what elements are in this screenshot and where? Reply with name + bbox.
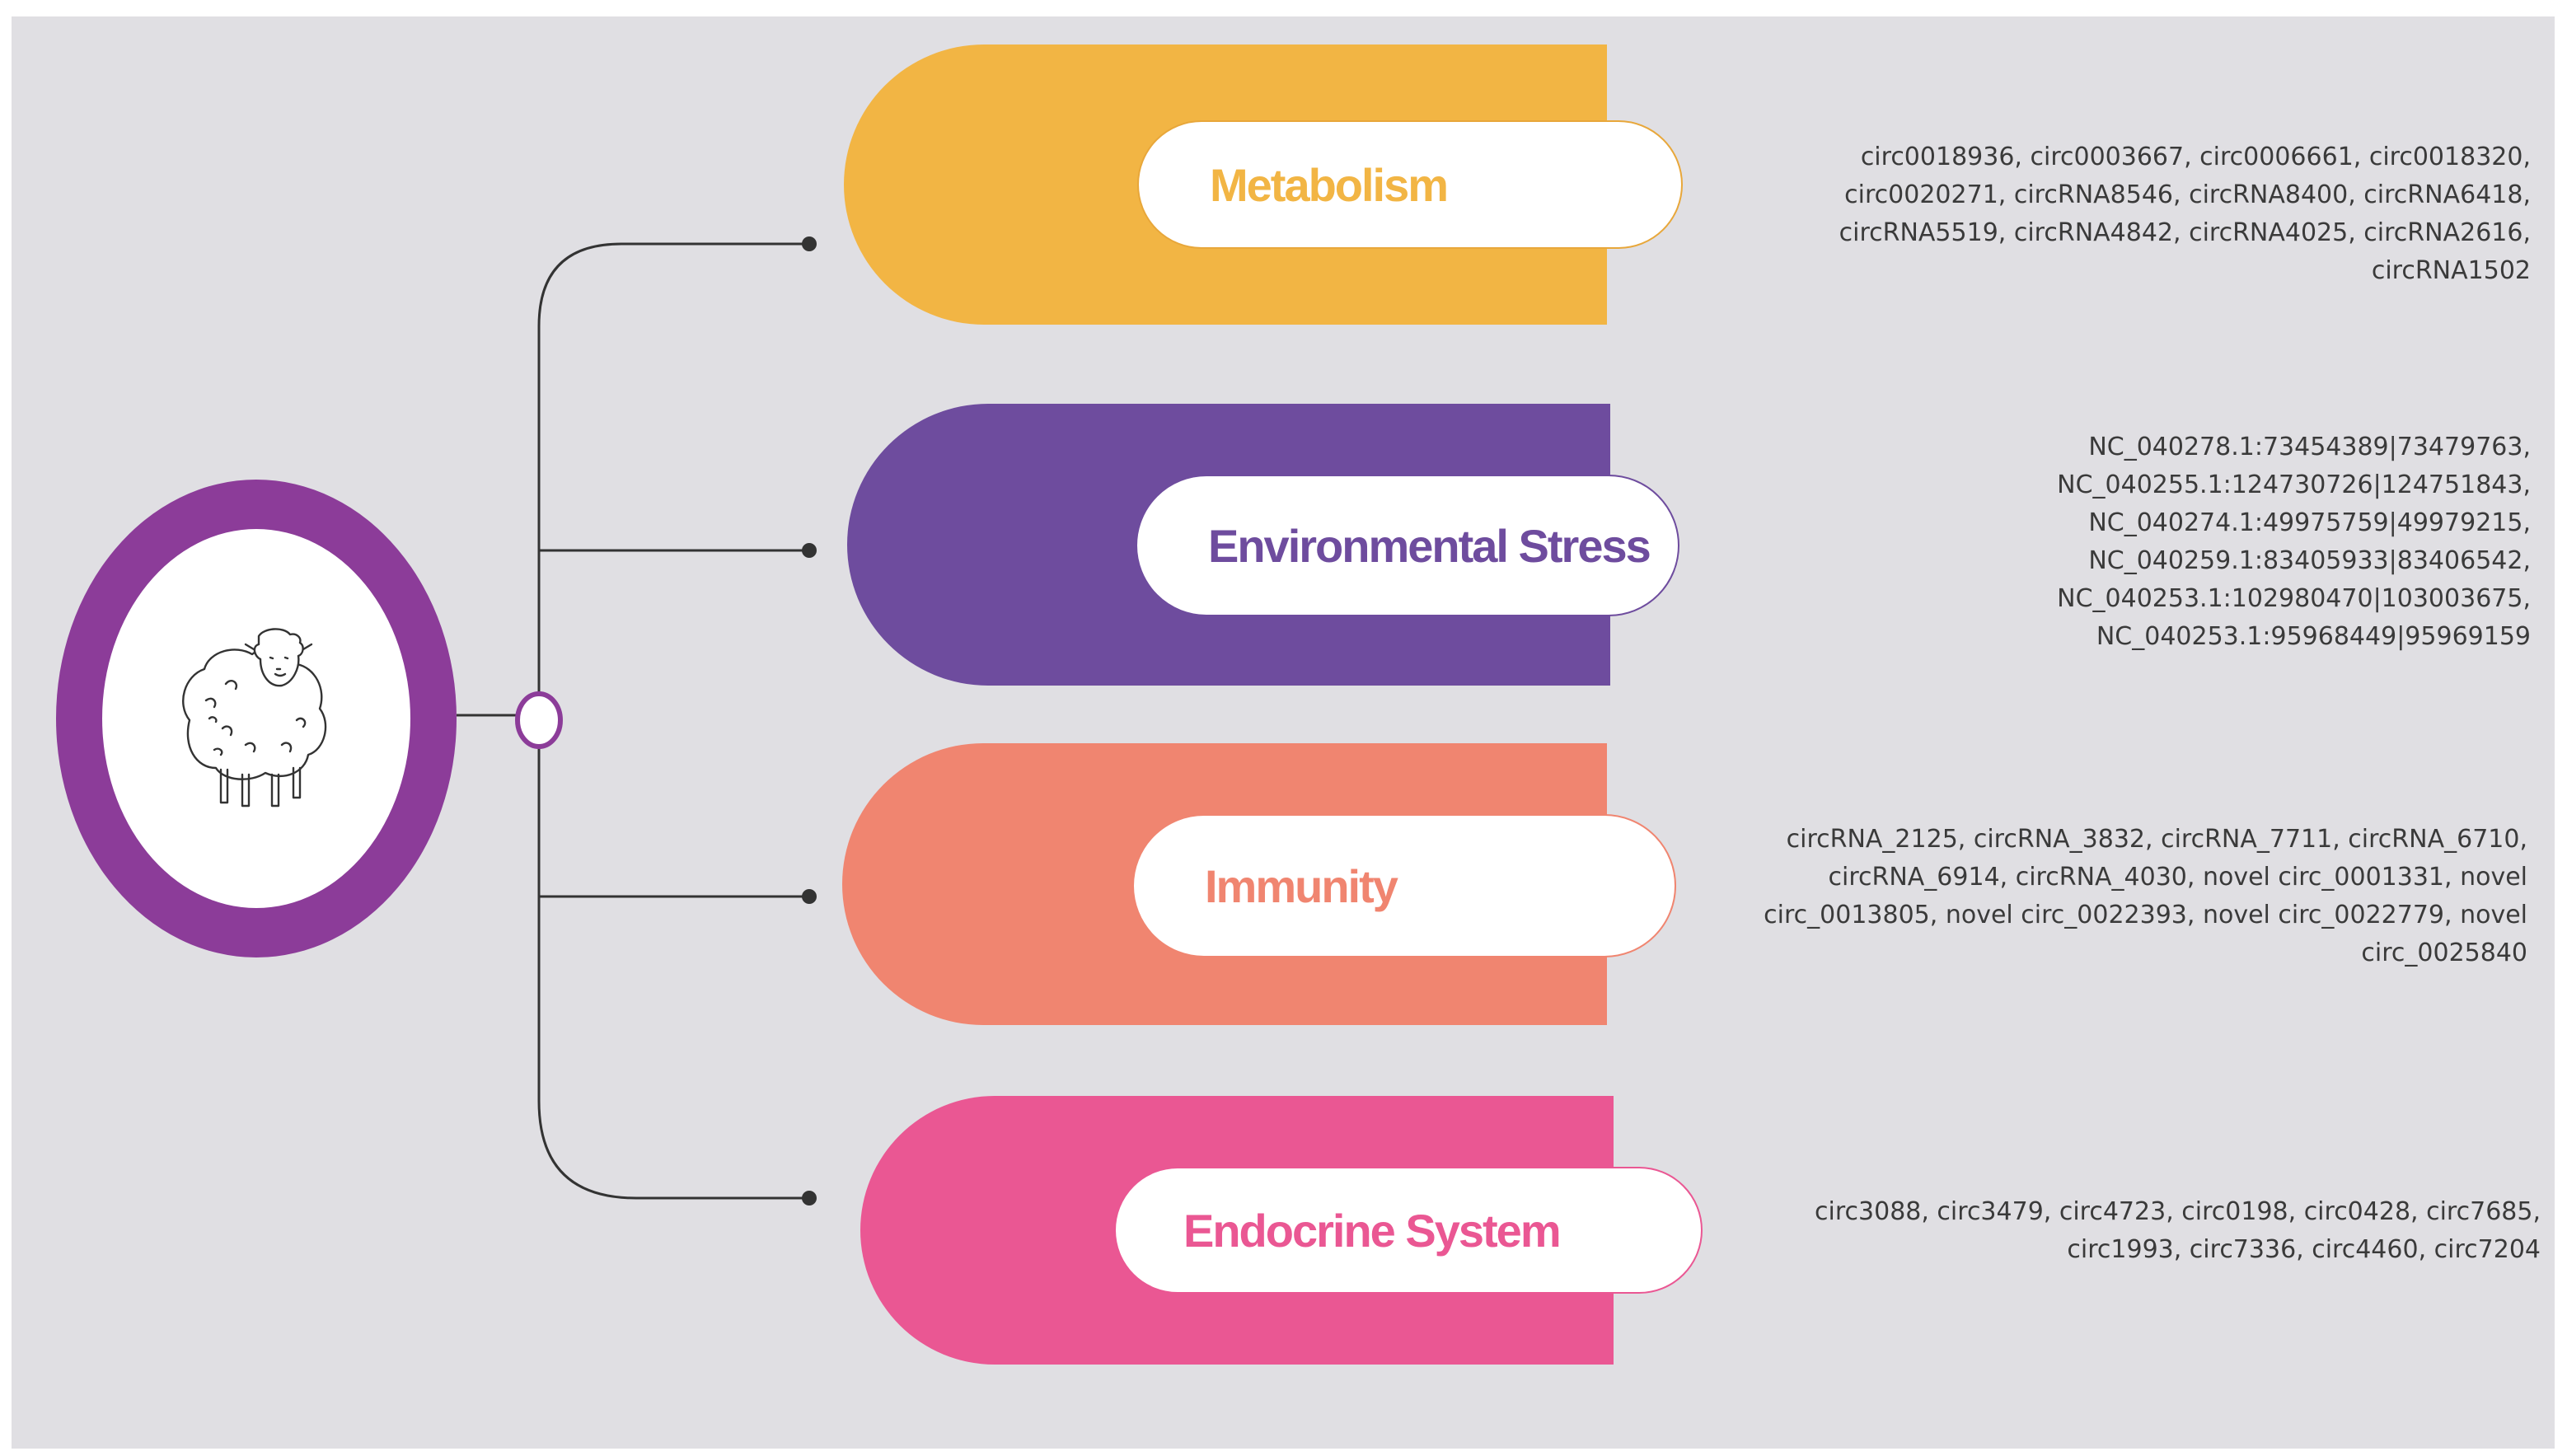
immunity-label: Immunity <box>1205 859 1398 912</box>
id-line: circRNA1502 <box>2371 256 2531 285</box>
endocrine-system-id-list: circ3088, circ3479, circ4723, circ0198, … <box>1815 1193 2541 1269</box>
immunity-label-pill: Immunity <box>1132 814 1676 957</box>
id-line: circRNA_6914, circRNA_4030, novel circ_0… <box>1828 863 2528 892</box>
hub-circle <box>102 529 410 908</box>
id-line: NC_040274.1:49975759|49979215, <box>2088 508 2531 537</box>
id-line: circ0018936, circ0003667, circ0006661, c… <box>1860 143 2531 171</box>
id-line: circ3088, circ3479, circ4723, circ0198, … <box>1815 1197 2541 1226</box>
sheep-icon <box>182 628 327 808</box>
metabolism-label-pill: Metabolism <box>1137 120 1683 249</box>
branch-dot-environmental-stress <box>802 543 817 558</box>
branch-line-metabolism <box>537 242 809 547</box>
hub-ring <box>56 480 457 957</box>
junction-node <box>515 691 563 749</box>
id-line: circ1993, circ7336, circ4460, circ7204 <box>2067 1235 2541 1264</box>
endocrine-system-label: Endocrine System <box>1183 1204 1562 1257</box>
id-line: NC_040253.1:102980470|103003675, <box>2057 584 2531 613</box>
id-line: NC_040278.1:73454389|73479763, <box>2088 433 2531 461</box>
environmental-stress-id-list: NC_040278.1:73454389|73479763, NC_040255… <box>2057 428 2531 656</box>
endocrine-system-label-pill: Endocrine System <box>1114 1167 1703 1294</box>
id-line: circRNA_2125, circRNA_3832, circRNA_7711… <box>1786 825 2527 854</box>
id-line: circ0020271, circRNA8546, circRNA8400, c… <box>1844 180 2531 209</box>
id-line: circ_0013805, novel circ_0022393, novel … <box>1764 901 2527 929</box>
metabolism-id-list: circ0018936, circ0003667, circ0006661, c… <box>1839 138 2531 290</box>
id-line: circ_0025840 <box>2361 939 2527 967</box>
id-line: circRNA5519, circRNA4842, circRNA4025, c… <box>1839 218 2531 247</box>
branch-line-endocrine-system <box>537 1100 809 1200</box>
id-line: NC_040255.1:124730726|124751843, <box>2057 471 2531 499</box>
id-line: NC_040259.1:83405933|83406542, <box>2088 546 2531 575</box>
branch-dot-metabolism <box>802 236 817 251</box>
metabolism-label: Metabolism <box>1210 158 1449 211</box>
environmental-stress-label-pill: Environmental Stress <box>1136 475 1679 616</box>
id-line: NC_040253.1:95968449|95969159 <box>2096 622 2531 651</box>
branch-dot-endocrine-system <box>802 1191 817 1206</box>
immunity-id-list: circRNA_2125, circRNA_3832, circRNA_7711… <box>1764 821 2527 972</box>
branch-dot-immunity <box>802 889 817 904</box>
environmental-stress-label: Environmental Stress <box>1208 519 1651 572</box>
